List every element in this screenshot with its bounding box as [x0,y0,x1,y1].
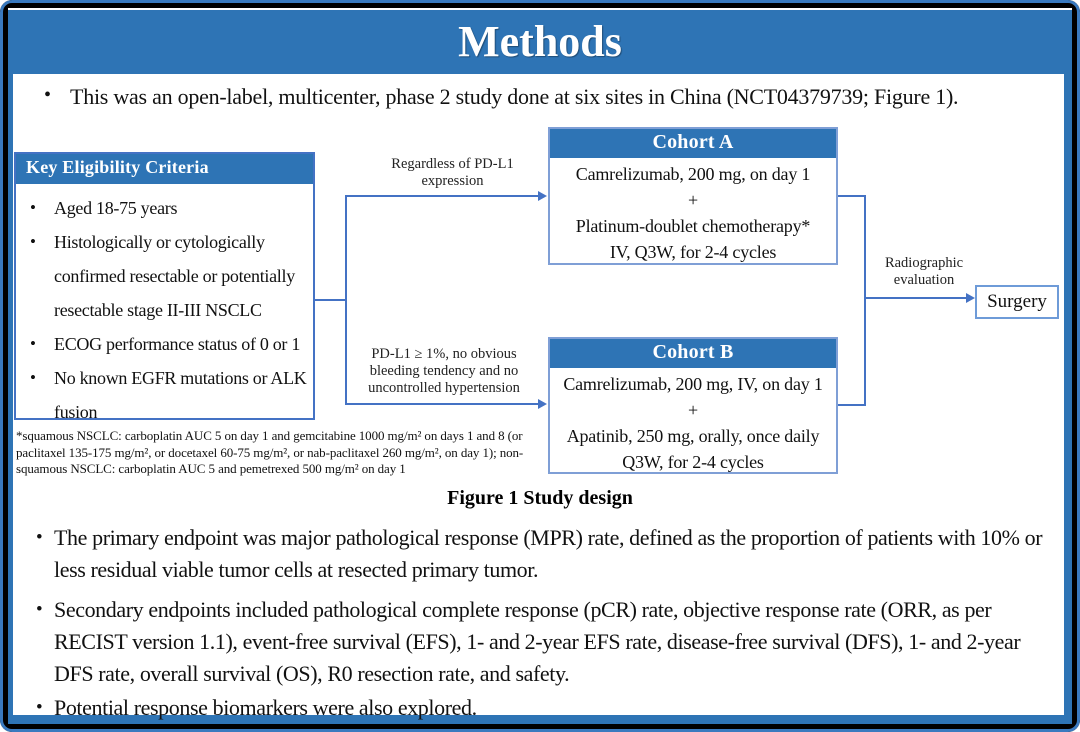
page-title: Methods [458,16,622,66]
arrowhead-surgery-icon [966,293,975,303]
eligibility-item: Histologically or cytologically confirme… [16,225,313,327]
radiographic-evaluation-label: Radiographic evaluation [884,255,964,288]
bullet-dot: • [36,697,43,718]
bullet-dot: • [44,84,51,106]
connector-to-cohort-b [345,403,540,405]
surgery-box: Surgery [975,285,1059,319]
cohort-a-line: Platinum-doublet chemotherapy* [575,216,811,236]
methods-slide: Methods • This was an open-label, multic… [8,8,1072,724]
eligibility-item: No known EGFR mutations or ALK fusion [16,361,313,429]
secondary-endpoints-text: Secondary endpoints included pathologica… [54,597,1021,686]
branch-top-label: Regardless of PD-L1 expression [391,156,514,189]
biomarkers-text: Potential response biomarkers were also … [54,695,477,720]
content-top-border [8,72,1072,74]
content-left-border [8,72,13,724]
connector-cohort-a-out [838,195,866,197]
bullet-dot: • [36,527,43,548]
bullet-dot: • [36,599,43,620]
connector-to-cohort-a [345,195,540,197]
eligibility-list: Aged 18-75 years Histologically or cytol… [16,191,313,429]
biomarkers-bullet: • Potential response biomarkers were als… [36,692,1050,724]
cohort-b-body: Camrelizumab, 200 mg, IV, on day 1 + Apa… [550,368,836,475]
eligibility-item: ECOG performance status of 0 or 1 [16,327,313,361]
cohort-b-header: Cohort B [550,339,836,368]
cohort-a-line: Camrelizumab, 200 mg, on day 1 [575,164,811,184]
intro-bullet-text: This was an open-label, multicenter, pha… [70,84,959,109]
content-right-border [1064,72,1072,724]
connector-branch-vertical [345,195,347,405]
connector-cohort-b-out [838,404,866,406]
eligibility-header: Key Eligibility Criteria [16,154,313,184]
connector-eligibility-out [315,299,347,301]
cohort-a-header: Cohort A [550,129,836,158]
slide-title-bar: Methods [8,10,1072,72]
cohort-b-line: Q3W, for 2-4 cycles [622,452,764,472]
surgery-label: Surgery [987,291,1047,312]
eligibility-item: Aged 18-75 years [16,191,313,225]
primary-endpoint-bullet: • The primary endpoint was major patholo… [36,522,1050,586]
connector-merge-vertical [864,195,866,406]
cohort-a-box: Cohort A Camrelizumab, 200 mg, on day 1 … [548,127,838,265]
cohort-a-line: + [688,190,698,210]
cohort-a-body: Camrelizumab, 200 mg, on day 1 + Platinu… [550,158,836,265]
cohort-b-line: + [688,400,698,420]
arrowhead-cohort-b-icon [538,399,547,409]
content-bottom-border [8,715,1072,724]
intro-bullet: • This was an open-label, multicenter, p… [44,84,1062,110]
secondary-endpoints-bullet: • Secondary endpoints included pathologi… [36,594,1050,690]
cohort-b-line: Camrelizumab, 200 mg, IV, on day 1 [563,374,823,394]
connector-to-surgery [864,297,966,299]
figure-caption: Figure 1 Study design [447,487,633,509]
cohort-b-line: Apatinib, 250 mg, orally, once daily [566,426,820,446]
arrowhead-cohort-a-icon [538,191,547,201]
primary-endpoint-text: The primary endpoint was major pathologi… [54,525,1043,582]
eligibility-box: Key Eligibility Criteria Aged 18-75 year… [14,152,315,422]
branch-bottom-label: PD-L1 ≥ 1%, no obvious bleeding tendency… [368,346,520,396]
cohort-b-box: Cohort B Camrelizumab, 200 mg, IV, on da… [548,337,838,474]
cohort-a-line: IV, Q3W, for 2-4 cycles [609,242,777,262]
figure-footnote: *squamous NSCLC: carboplatin AUC 5 on da… [16,428,524,476]
